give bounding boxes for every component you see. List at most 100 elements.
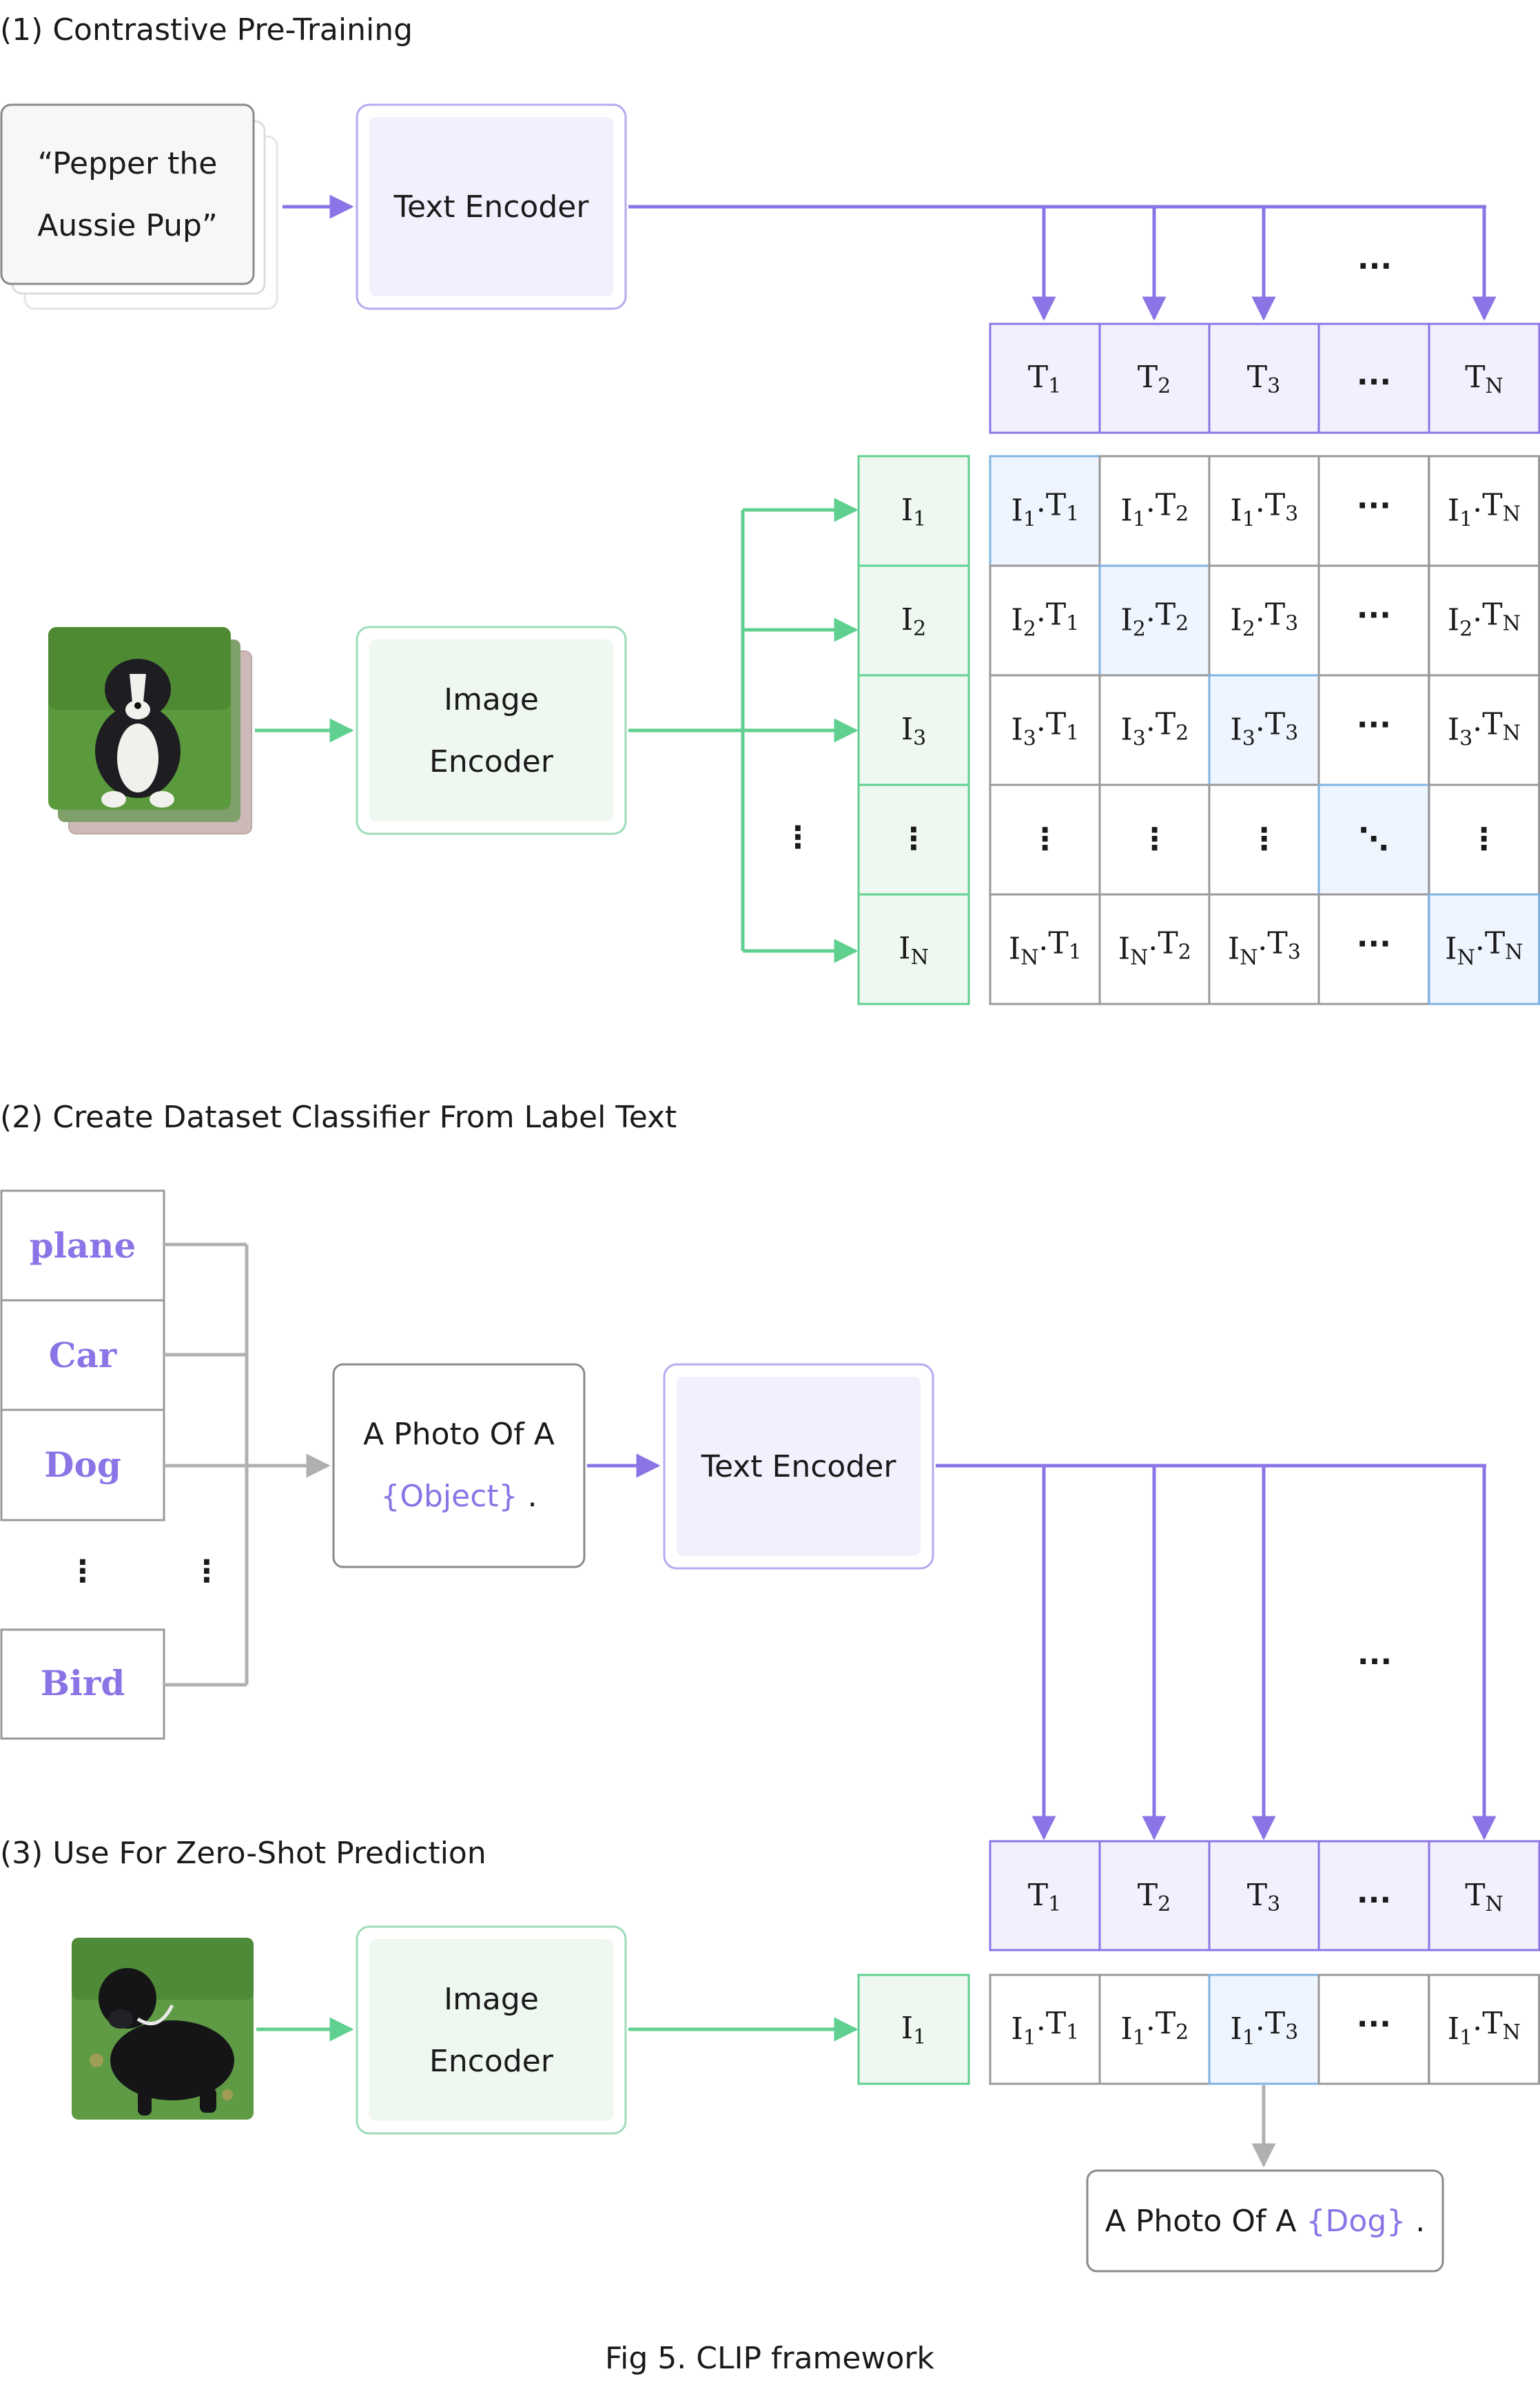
prompt-template-box: A Photo Of A {Object} . [332, 1363, 586, 1568]
matrix-cell-4-3 [1208, 783, 1321, 896]
matrix-value-3-3: I3·T3 [1230, 707, 1298, 751]
matrix-cell-1-1 [989, 455, 1102, 567]
label-connectors: ⋮ [164, 1242, 331, 1687]
section2-title: (2) Create Dataset Classifier From Label… [0, 1100, 677, 1135]
matrix-cell-4-2 [1098, 783, 1211, 896]
image-feature-2: I1 [857, 1974, 970, 2085]
matrix-value-4-3: ⋮ [1249, 822, 1280, 857]
matrix-cell-1-5 [1428, 455, 1540, 567]
matrix-cell-4-5 [1428, 783, 1540, 896]
matrix-cell-5-1 [989, 893, 1102, 1005]
puppy-image-1 [48, 627, 252, 834]
text-feature-2-ellipsis: ... [1357, 1875, 1391, 1910]
score-cell-2 [1098, 1974, 1211, 2085]
prediction-result-text: A Photo Of A {Dog} . [1105, 2204, 1426, 2239]
score-value-2: I1·T2 [1120, 2006, 1189, 2050]
score-value-1: I1·T1 [1011, 2006, 1079, 2050]
score-cell-5 [1428, 1974, 1540, 2085]
matrix-value-2-4: ... [1357, 591, 1391, 626]
score-row: I1·T1 I1·T2 I1·T3... I1·TN [989, 1974, 1540, 2085]
matrix-cell-2-1 [989, 564, 1102, 677]
template-object: {Object} [380, 1479, 517, 1514]
score-cell-4 [1317, 1974, 1430, 2085]
figure-caption: Fig 5. CLIP framework [605, 2341, 934, 2376]
text-feature-ellipsis: ... [1357, 357, 1391, 392]
matrix-value-3-4: ... [1357, 700, 1391, 735]
matrix-value-5-4: ... [1357, 919, 1391, 954]
matrix-cell-5-5 [1428, 893, 1540, 1005]
image-encoder-2: Image Encoder [356, 1925, 627, 2135]
image-encoder-1: Image Encoder [356, 626, 627, 835]
arrow-dots-2: ... [1357, 1637, 1392, 1672]
matrix-value-2-1: I2·T1 [1011, 597, 1079, 642]
text-encoder-1: Text Encoder [356, 103, 627, 310]
score-value-4: ... [1357, 1999, 1391, 2034]
matrix-value-5-2: IN·T2 [1118, 926, 1191, 970]
matrix-value-4-4: ⋱ [1359, 822, 1389, 857]
matrix-value-2-5: I2·TN [1448, 597, 1521, 642]
matrix-cell-3-5 [1428, 674, 1540, 786]
text-feature-arrows-2: ... [936, 1464, 1497, 1841]
connector-vdots: ⋮ [192, 1554, 222, 1589]
matrix-cell-2-2 [1098, 564, 1211, 677]
matrix-value-5-5: IN·TN [1445, 926, 1523, 970]
image-encoder-1-line1: Image [444, 682, 539, 717]
matrix-value-5-3: IN·T3 [1228, 926, 1301, 970]
result-object: {Dog} [1306, 2204, 1406, 2239]
result-period: . [1415, 2204, 1425, 2239]
text-feature-2-T1: T1 [1028, 1878, 1061, 1916]
score-value-3: I1·T3 [1230, 2006, 1298, 2050]
text-features-row-2: T1 T2 T3 ... TN [989, 1840, 1540, 1951]
matrix-value-3-1: I3·T1 [1011, 707, 1079, 751]
image-arrow-vdots: ⋮ [783, 820, 813, 855]
template-line1: A Photo Of A [363, 1417, 555, 1452]
matrix-cell-3-4 [1317, 674, 1430, 786]
matrix-value-2-2: I2·T2 [1120, 597, 1189, 642]
label-car: Car [49, 1335, 117, 1375]
score-value-5: I1·TN [1448, 2006, 1521, 2050]
image-features-column-1: I1 I2 I3 ⋮ IN [857, 455, 970, 1005]
matrix-value-4-5: ⋮ [1469, 822, 1499, 857]
image-feature-vdots: ⋮ [899, 821, 929, 857]
template-line2: {Object} . [380, 1479, 537, 1514]
matrix-cell-2-4 [1317, 564, 1430, 677]
matrix-cell-5-4 [1317, 893, 1430, 1005]
label-list: plane Car Dog ⋮ Bird [0, 1189, 165, 1740]
text-feature-arrows-1: ... [628, 205, 1497, 321]
label-dog: Dog [44, 1444, 121, 1485]
input-text-card: “Pepper the Aussie Pup” [0, 103, 278, 310]
matrix-cell-5-3 [1208, 893, 1321, 1005]
text-feature-T2: T2 [1138, 360, 1171, 398]
image-encoder-2-line2: Encoder [429, 2044, 554, 2079]
matrix-value-1-2: I1·T2 [1120, 488, 1189, 532]
puppy-image-2 [72, 1938, 254, 2120]
matrix-value-4-2: ⋮ [1140, 822, 1170, 857]
matrix-value-1-4: ... [1357, 481, 1391, 516]
result-prefix: A Photo Of A [1105, 2204, 1297, 2239]
section1-title: (1) Contrastive Pre-Training [0, 12, 413, 48]
label-bird: Bird [41, 1663, 125, 1703]
text-encoder-2-label: Text Encoder [701, 1449, 897, 1484]
score-cell-1 [989, 1974, 1102, 2085]
input-text-line2: Aussie Pup” [37, 208, 218, 243]
arrow-dots-1: ... [1357, 241, 1392, 276]
similarity-matrix: I1·T1 I1·T2 I1·T3... I1·TN I2·T1 I2·T2 I2·T3..… [989, 455, 1540, 1005]
image-encoder-1-line2: Encoder [429, 744, 554, 779]
image-encoder-2-line1: Image [444, 1982, 539, 2017]
matrix-cell-1-3 [1208, 455, 1321, 567]
matrix-value-1-5: I1·TN [1448, 488, 1521, 532]
prediction-result-box: A Photo Of A {Dog} . [1086, 2169, 1444, 2273]
image-feature-arrows-1: ⋮ [628, 498, 859, 963]
input-text-line1: “Pepper the [38, 146, 218, 181]
text-encoder-1-label: Text Encoder [393, 189, 590, 225]
text-encoder-2: Text Encoder [663, 1363, 934, 1570]
label-vdots: ⋮ [68, 1554, 98, 1589]
matrix-value-2-3: I2·T3 [1230, 597, 1298, 642]
matrix-value-1-1: I1·T1 [1011, 488, 1079, 532]
matrix-value-4-1: ⋮ [1030, 822, 1060, 857]
section3-title: (3) Use For Zero-Shot Prediction [0, 1836, 486, 1871]
matrix-value-3-5: I3·TN [1448, 707, 1521, 751]
matrix-value-3-2: I3·T2 [1120, 707, 1189, 751]
matrix-value-1-3: I1·T3 [1230, 488, 1298, 532]
text-features-row-1: T1 T2 T3 ... TN [989, 322, 1540, 434]
